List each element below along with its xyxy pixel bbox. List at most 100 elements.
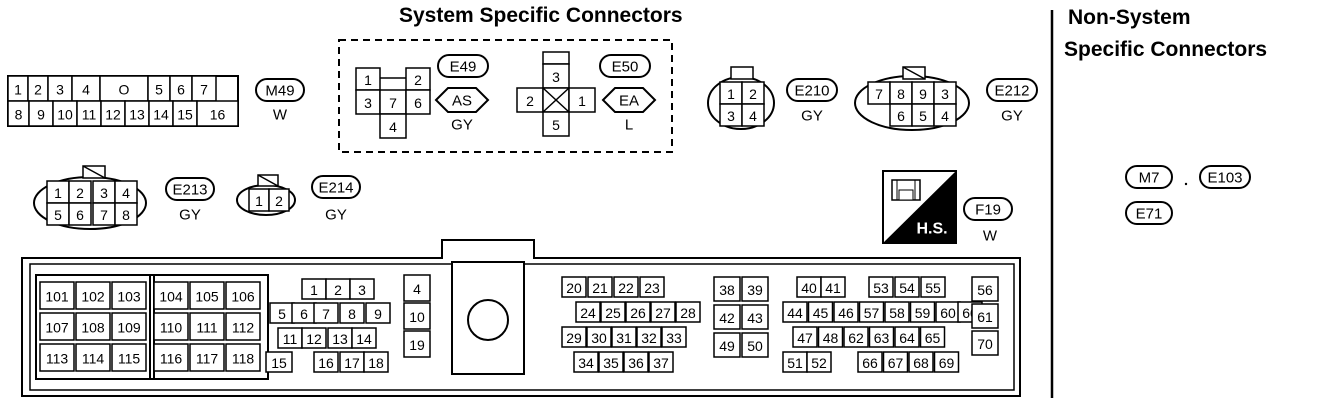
ecm-block-c-pin-label: 6	[300, 306, 308, 322]
e213-pin-label: 1	[54, 185, 62, 201]
ecm-block-e-pin-box	[639, 276, 665, 298]
f19-color: W	[983, 228, 998, 245]
ecm-block-e-pin-box	[661, 326, 687, 348]
ecm-block-g-pin-label: 68	[913, 355, 929, 371]
e210-color: GY	[801, 108, 823, 125]
e50-tag-shape	[601, 87, 657, 113]
ecm-block-f-pin-box	[741, 332, 769, 358]
ecm-block-a-pin-box	[75, 312, 111, 341]
ecm-block-g-pin-box	[882, 351, 909, 373]
ecm-block-f-pin-label: 38	[719, 282, 735, 298]
e210-pin-label: 3	[727, 108, 735, 124]
e50-pin-label: 2	[526, 93, 534, 109]
ecm-block-a-pin-box	[75, 343, 111, 372]
e212-id-badge	[986, 78, 1038, 102]
ecm-block-e-pin-label: 29	[566, 330, 582, 346]
ecm-block-g-pin-label: 40	[801, 280, 817, 296]
ecm-block-e-pin-label: 21	[592, 280, 608, 296]
hs-badge-text: H.S.	[916, 221, 947, 238]
system-connector-group-border	[338, 39, 673, 153]
ecm-center-bolt	[467, 299, 509, 341]
ecm-block-c-pin-box	[301, 327, 327, 349]
non-system-heading-line2: Specific Connectors	[1064, 38, 1268, 61]
ecm-block-g-pin-label: 55	[925, 280, 941, 296]
ecm-block-e-pin-box	[561, 326, 587, 348]
e210-pin-box	[741, 103, 765, 127]
ecm-block-b-pin-label: 104	[159, 289, 183, 305]
f19-id-badge	[963, 197, 1013, 221]
m49-pin-label: 4	[82, 82, 90, 98]
ecm-block-c-pin-box	[339, 302, 365, 324]
ecm-block-a-pin-label: 107	[45, 320, 69, 336]
m49-pin-label: 3	[56, 82, 64, 98]
ecm-block-b-frame	[149, 274, 269, 380]
ecm-block-f-pin-box	[713, 304, 741, 330]
ecm-block-a-pin-box	[75, 281, 111, 310]
e212-pin-label: 6	[897, 108, 905, 124]
ecm-block-a-pin-label: 101	[45, 289, 69, 305]
e214-id-badge	[311, 175, 361, 199]
e213-pin-label: 8	[122, 207, 130, 223]
ecm-block-e-pin-box	[650, 301, 676, 323]
ecm-block-g-pin-box	[857, 351, 883, 373]
ecm-block-f-pin-label: 50	[747, 338, 763, 354]
e50-tag: EA	[619, 93, 639, 110]
m49-pin-label: 7	[200, 82, 208, 98]
ecm-block-g-pin-box	[894, 276, 920, 298]
e50-pin-box	[516, 87, 544, 113]
system-specific-heading: System Specific Connectors	[399, 4, 683, 27]
e49-pin-label: 2	[414, 72, 422, 88]
e214-pin-label: 2	[275, 193, 283, 209]
e214-pin-label: 1	[255, 193, 263, 209]
ecm-block-g-pin-box	[909, 301, 936, 323]
ecm-block-g-pin-box	[792, 326, 818, 348]
e49-pin-label: 1	[364, 72, 372, 88]
ecm-block-e-pin-label: 31	[616, 330, 632, 346]
ecm-block-c-pin-label: 15	[271, 355, 287, 371]
ecm-block-b-pin-box	[153, 343, 189, 372]
ecm-block-e-pin-label: 27	[655, 305, 671, 321]
ecm-block-g-pin-label: 46	[838, 305, 854, 321]
ecm-block-c-pin-label: 18	[368, 355, 384, 371]
e213-pin-label: 5	[54, 207, 62, 223]
ecm-block-a-pin-box	[39, 312, 75, 341]
ecm-block-e-pin-box	[561, 276, 587, 298]
ecm-block-g-pin-label: 57	[864, 305, 880, 321]
e213-pin-label: 3	[100, 185, 108, 201]
ecm-block-e-pin-label: 28	[680, 305, 696, 321]
ecm-block-a-pin-label: 115	[118, 351, 141, 367]
ecm-block-c-pin-label: 12	[306, 331, 322, 347]
e213-id-badge-text: E213	[172, 182, 207, 199]
e210-pin-label: 1	[727, 86, 735, 102]
ecm-block-h-pin-label: 61	[977, 309, 993, 325]
ecm-block-g-pin-label: 54	[899, 280, 915, 296]
ecm-block-g-pin-label: 41	[825, 280, 841, 296]
ecm-block-c-pin-label: 5	[278, 306, 286, 322]
ecm-block-b-pin-box	[189, 343, 225, 372]
ecm-block-g-pin-label: 69	[939, 355, 955, 371]
ecm-block-f-pin-label: 49	[719, 338, 735, 354]
e212-pin-label: 7	[875, 86, 883, 102]
ecm-block-c-pin-box	[313, 351, 339, 373]
e212-pin-label: 9	[919, 86, 927, 102]
e212-pin-label: 8	[897, 86, 905, 102]
ecm-block-d-pin-label: 19	[409, 337, 425, 353]
ecm-block-b-pin-box	[189, 281, 225, 310]
ecm-block-e-pin-label: 33	[666, 330, 682, 346]
e50-pin-label: 3	[552, 69, 560, 85]
ecm-block-e-pin-box	[586, 326, 612, 348]
ecm-block-e-pin-box	[613, 276, 639, 298]
ecm-block-g-pin-label: 52	[811, 355, 827, 371]
ecm-block-e-pin-label: 36	[628, 355, 644, 371]
e50-id-badge	[599, 54, 651, 78]
ecm-block-f-pin-label: 39	[747, 282, 763, 298]
ecm-block-c-pin-box	[351, 327, 377, 349]
ecm-block-b-pin-label: 106	[231, 289, 255, 305]
m49-pin-label: 1	[14, 82, 22, 98]
e213-pin-label: 4	[122, 185, 130, 201]
f19-id-badge-text: F19	[975, 202, 1001, 219]
ecm-block-g-pin-box	[894, 326, 920, 348]
ecm-block-a-pin-label: 109	[117, 320, 141, 336]
ecm-block-b-pin-label: 105	[195, 289, 219, 305]
